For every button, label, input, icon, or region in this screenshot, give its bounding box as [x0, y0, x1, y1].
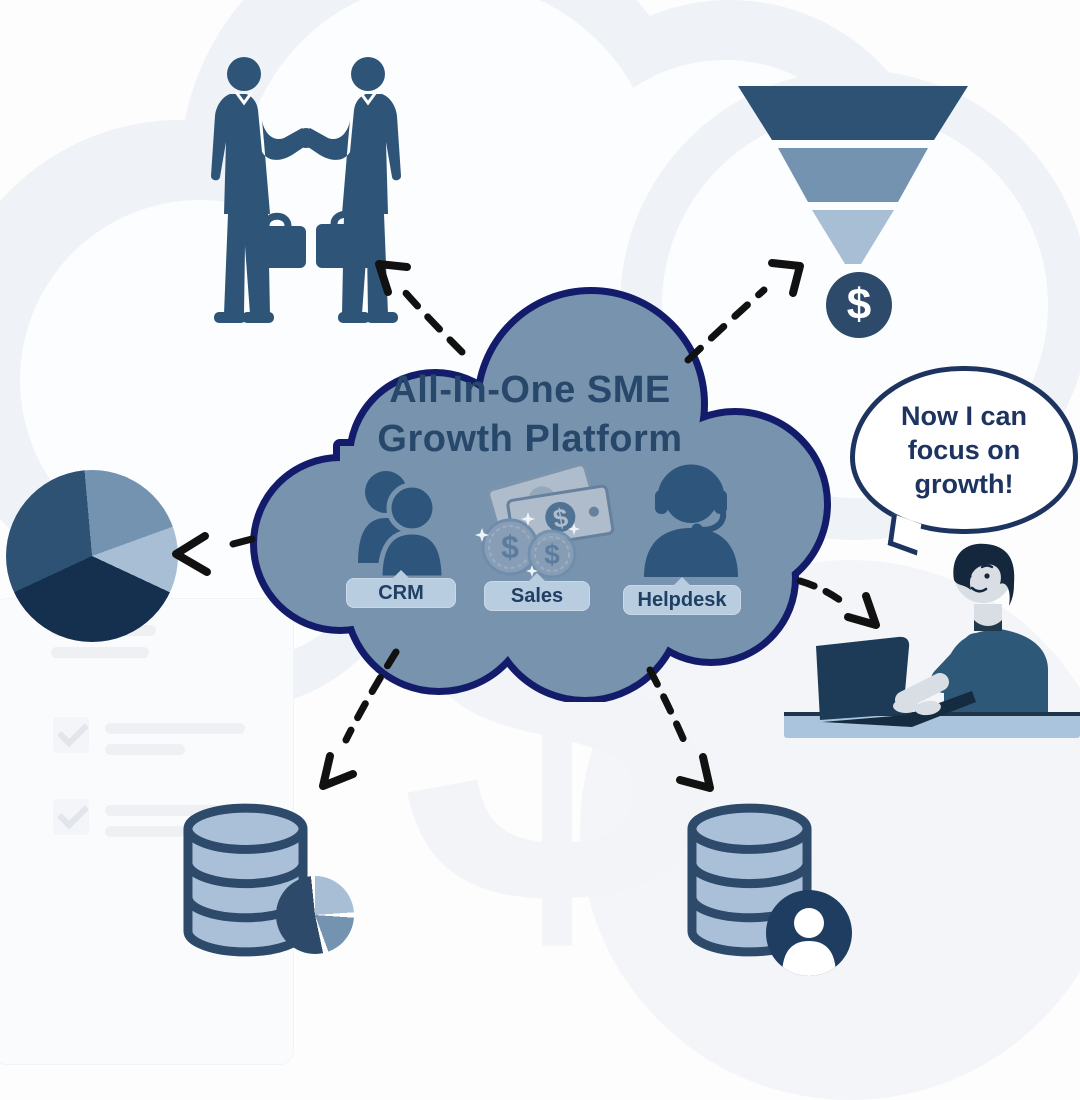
dollar-symbol: $ — [551, 502, 571, 534]
person-at-laptop-illustration — [784, 543, 1080, 738]
document-line — [105, 805, 245, 816]
helpdesk-agent-icon — [644, 464, 738, 577]
checkbox-icon — [53, 797, 89, 835]
mini-pie-chart-icon — [276, 876, 354, 954]
platform-title: All-In-One SME Growth Platform — [300, 366, 760, 464]
person-hair — [953, 543, 1015, 606]
user-badge-icon — [766, 890, 852, 976]
module-label-text: CRM — [378, 581, 424, 604]
module-label-sales: Sales — [484, 573, 590, 611]
module-label-helpdesk: Helpdesk — [623, 577, 741, 615]
briefcase-icon — [316, 210, 376, 268]
sales-money-icon: $ $ $ — [475, 463, 615, 579]
module-label-text: Helpdesk — [637, 588, 727, 611]
dollar-symbol: $ — [544, 539, 560, 570]
crm-users-icon — [358, 471, 447, 578]
document-line — [105, 744, 185, 755]
speech-bubble-text: Now I can focus on growth! — [900, 401, 1028, 499]
checkbox-icon — [53, 715, 89, 753]
document-line — [105, 723, 245, 734]
platform-title-line2: Growth Platform — [377, 418, 683, 460]
handshake-businessmen-icon — [209, 55, 403, 325]
module-label-crm: CRM — [346, 570, 456, 608]
document-line — [105, 826, 185, 837]
module-label-text: Sales — [510, 584, 564, 607]
platform-title-line1: All-In-One SME — [389, 369, 671, 411]
sales-funnel-icon — [738, 86, 968, 264]
speech-bubble: Now I can focus on growth! — [850, 366, 1078, 534]
desk — [784, 712, 1080, 738]
pie-chart-icon — [6, 470, 178, 642]
laptop-icon — [816, 636, 910, 720]
dollar-symbol: $ — [501, 529, 519, 565]
dollar-symbol: $ — [846, 280, 872, 329]
document-line — [51, 647, 149, 658]
sparkle-icon — [475, 512, 580, 577]
briefcase-icon — [248, 212, 306, 268]
dollar-coin-icon: $ — [826, 272, 892, 338]
